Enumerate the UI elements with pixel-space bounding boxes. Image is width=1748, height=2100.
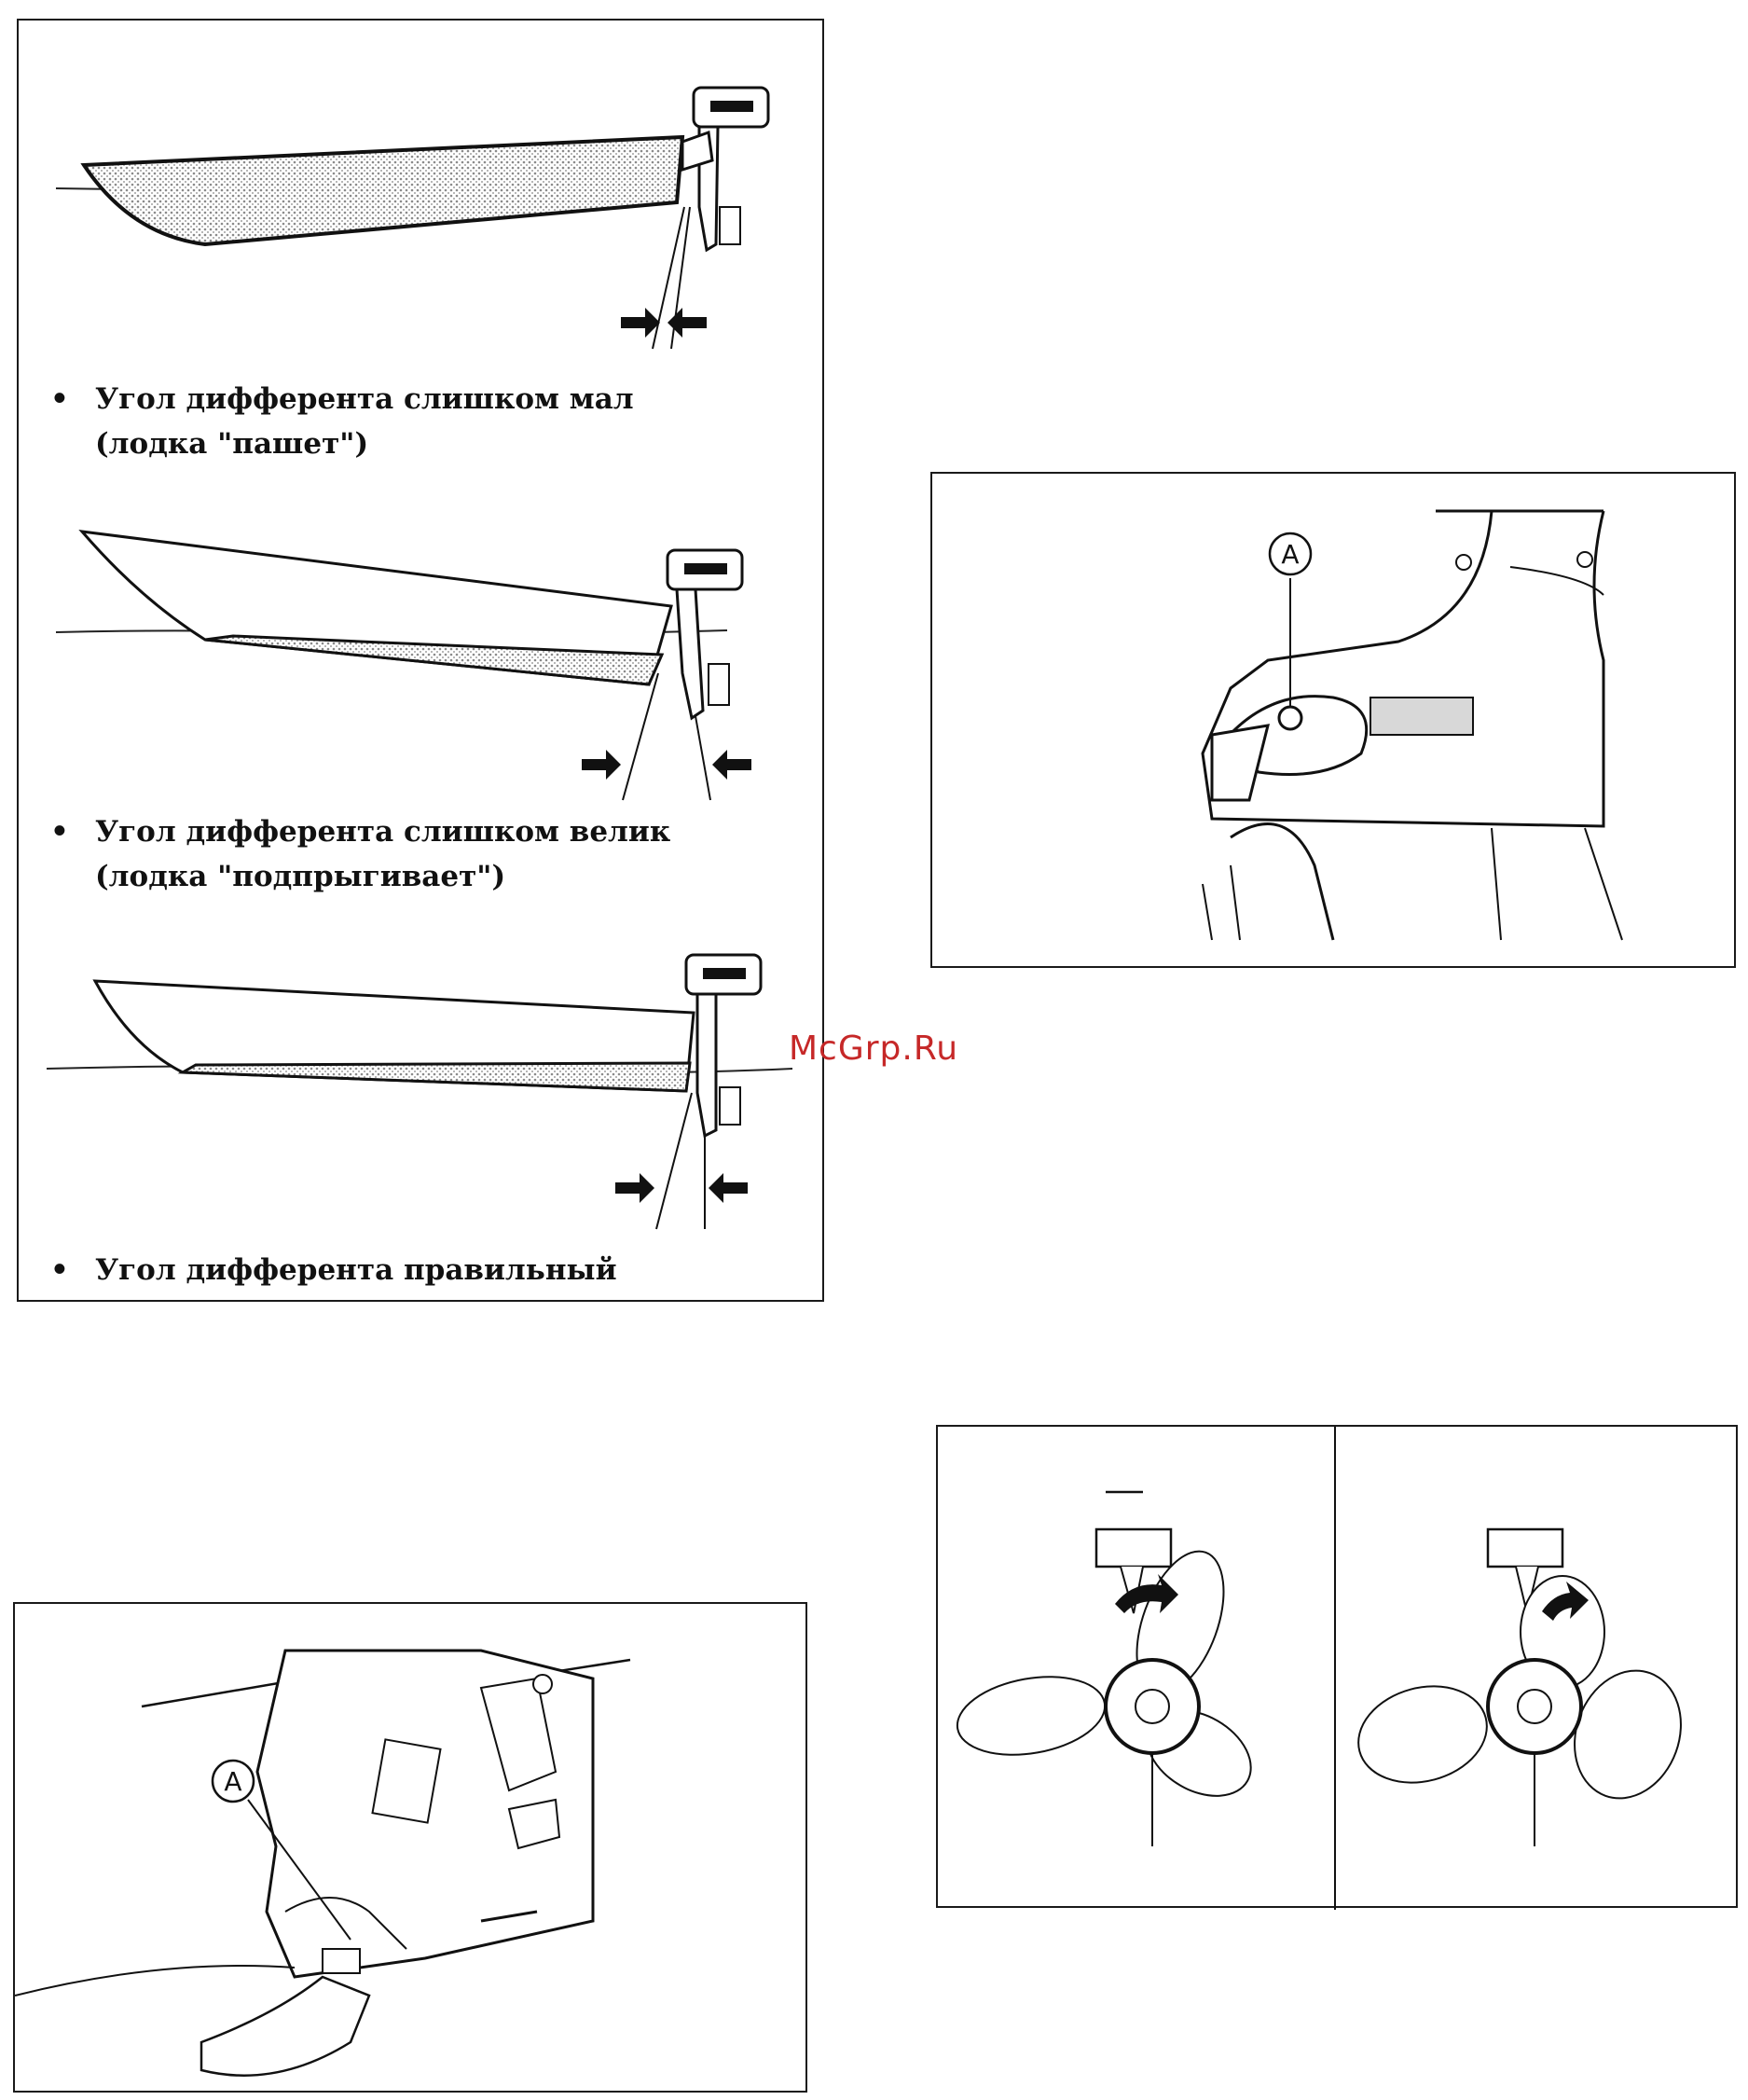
bullet: • bbox=[50, 377, 95, 421]
trim-tab-illustration: A bbox=[932, 474, 1738, 970]
trim-tab-figure-panel: A bbox=[930, 472, 1736, 968]
propeller-rotation-panel bbox=[936, 1425, 1738, 1908]
propeller-right bbox=[1347, 1529, 1698, 1846]
propeller-rotation-illustration bbox=[938, 1427, 1740, 1910]
boat-too-large-trim bbox=[56, 532, 751, 800]
caption-line-2: (лодка "пашет") bbox=[95, 427, 368, 461]
watermark: McGrp.Ru bbox=[789, 1029, 958, 1068]
propeller-left bbox=[951, 1492, 1266, 1846]
trim-angle-illustrations bbox=[19, 21, 826, 1304]
caption-line-1: Угол дифферента правильный bbox=[95, 1253, 617, 1287]
boat-too-small-trim bbox=[56, 88, 768, 349]
anode-illustration: A bbox=[15, 1604, 809, 2094]
callout-a-label: A bbox=[1281, 539, 1299, 570]
bullet: • bbox=[50, 1248, 95, 1292]
bullet: • bbox=[50, 809, 95, 854]
boat-correct-trim bbox=[47, 955, 792, 1229]
caption-line-1: Угол дифферента слишком велик bbox=[95, 815, 670, 849]
anode-figure-panel: A bbox=[13, 1602, 807, 2093]
trim-angle-panel: •Угол дифферента слишком мал (лодка "паш… bbox=[17, 19, 824, 1302]
caption-line-1: Угол дифферента слишком мал bbox=[95, 382, 634, 416]
caption-trim-too-large: •Угол дифферента слишком велик (лодка "п… bbox=[50, 809, 670, 899]
caption-line-2: (лодка "подпрыгивает") bbox=[95, 860, 505, 893]
caption-trim-too-small: •Угол дифферента слишком мал (лодка "паш… bbox=[50, 377, 634, 466]
callout-a-label: A bbox=[224, 1766, 241, 1797]
caption-trim-correct: •Угол дифферента правильный bbox=[50, 1248, 617, 1292]
